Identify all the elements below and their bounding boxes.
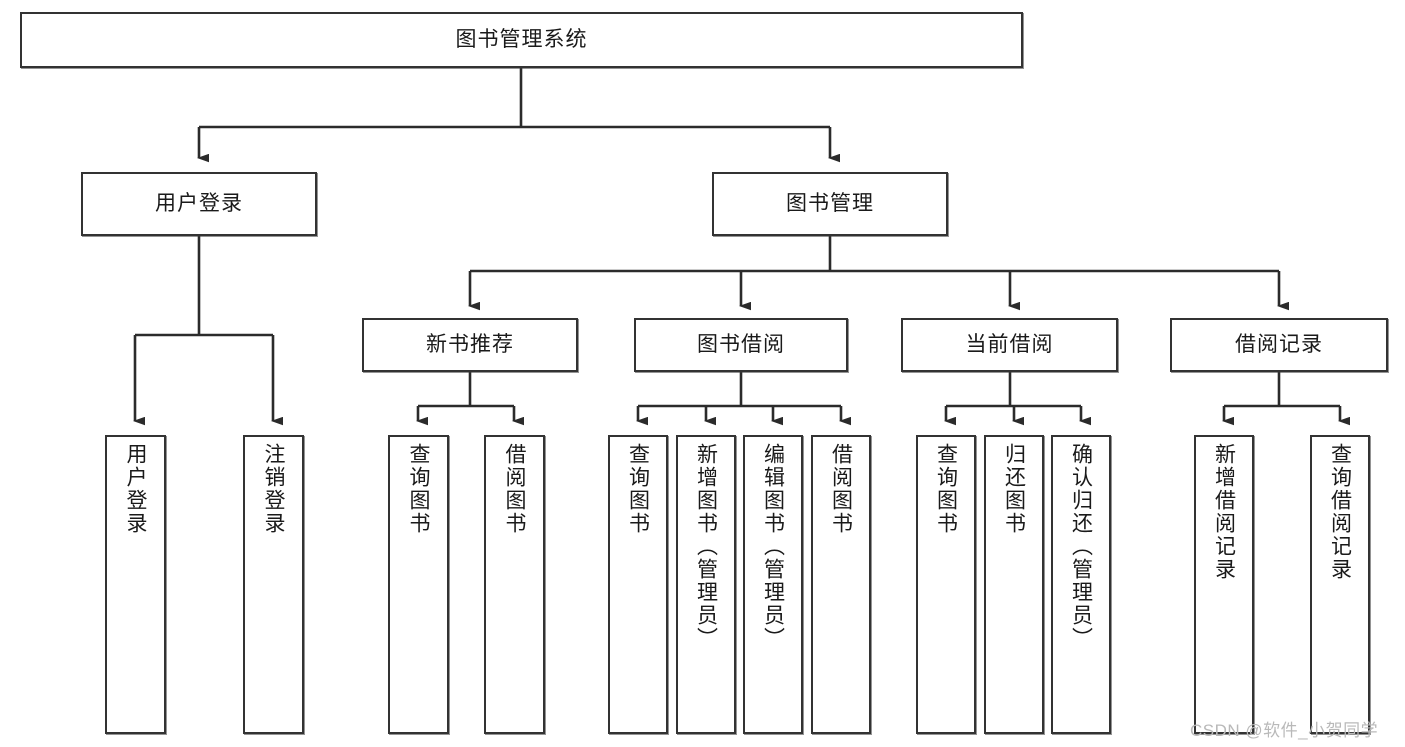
node-user-login[interactable]: 用户登录 <box>81 172 317 236</box>
csdn-watermark: CSDN @软件_小贺同学 <box>1190 721 1379 740</box>
node-leaf-borrow-book-1[interactable]: 借阅图书 <box>484 435 545 734</box>
node-book-borrow[interactable]: 图书借阅 <box>634 318 848 372</box>
node-leaf-query-book-2[interactable]: 查询图书 <box>608 435 668 734</box>
node-leaf-query-book-3[interactable]: 查询图书 <box>916 435 976 734</box>
node-leaf-return-book-label: 归还图书 <box>1002 443 1026 535</box>
node-leaf-borrow-book-2-label: 借阅图书 <box>829 443 853 535</box>
node-leaf-query-book-1-label: 查询图书 <box>407 443 430 535</box>
node-borrow-record[interactable]: 借阅记录 <box>1170 318 1388 372</box>
node-new-book-rec-label: 新书推荐 <box>426 332 514 356</box>
node-book-manage[interactable]: 图书管理 <box>712 172 948 236</box>
node-book-manage-label: 图书管理 <box>786 191 874 215</box>
node-leaf-query-book-1[interactable]: 查询图书 <box>388 435 449 734</box>
node-new-book-rec[interactable]: 新书推荐 <box>362 318 578 372</box>
node-leaf-return-book[interactable]: 归还图书 <box>984 435 1044 734</box>
node-leaf-add-book-label: 新增图书（管理员） <box>694 443 718 650</box>
node-user-login-label: 用户登录 <box>155 191 243 215</box>
node-book-borrow-label: 图书借阅 <box>697 332 785 356</box>
node-leaf-query-record[interactable]: 查询借阅记录 <box>1310 435 1370 734</box>
node-leaf-logout-label: 注销登录 <box>262 443 285 535</box>
node-leaf-borrow-book-2[interactable]: 借阅图书 <box>811 435 871 734</box>
node-leaf-query-book-3-label: 查询图书 <box>934 443 958 535</box>
node-leaf-confirm-return[interactable]: 确认归还（管理员） <box>1051 435 1111 734</box>
node-leaf-add-book[interactable]: 新增图书（管理员） <box>676 435 736 734</box>
node-leaf-borrow-book-1-label: 借阅图书 <box>503 443 526 535</box>
node-current-borrow[interactable]: 当前借阅 <box>901 318 1118 372</box>
node-leaf-confirm-return-label: 确认归还（管理员） <box>1069 443 1093 650</box>
node-leaf-user-login-label: 用户登录 <box>124 443 147 535</box>
node-root-label: 图书管理系统 <box>455 27 588 51</box>
node-leaf-edit-book[interactable]: 编辑图书（管理员） <box>743 435 803 734</box>
node-current-borrow-label: 当前借阅 <box>965 332 1054 356</box>
node-borrow-record-label: 借阅记录 <box>1235 332 1323 356</box>
node-leaf-user-login[interactable]: 用户登录 <box>105 435 166 734</box>
node-leaf-add-record-label: 新增借阅记录 <box>1212 443 1236 581</box>
node-leaf-logout[interactable]: 注销登录 <box>243 435 304 734</box>
node-leaf-edit-book-label: 编辑图书（管理员） <box>761 443 785 650</box>
node-leaf-query-book-2-label: 查询图书 <box>626 443 650 535</box>
node-leaf-add-record[interactable]: 新增借阅记录 <box>1194 435 1254 734</box>
node-leaf-query-record-label: 查询借阅记录 <box>1328 443 1352 581</box>
node-root[interactable]: 图书管理系统 <box>20 12 1023 68</box>
